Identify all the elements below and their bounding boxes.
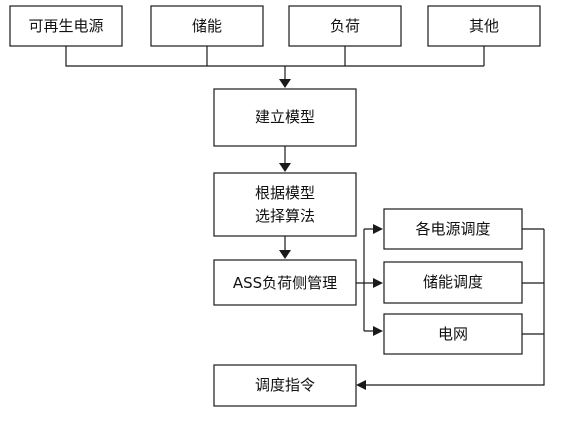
select-algorithm-label-line1: 根据模型 (255, 184, 315, 202)
arrowhead-left (356, 380, 366, 390)
build-model-label: 建立模型 (255, 108, 315, 126)
dispatch-command-box: 调度指令 (213, 364, 357, 407)
ass-management-box: ASS负荷侧管理 (213, 259, 357, 306)
source-storage-box: 储能 (150, 5, 264, 47)
arrowhead-down (279, 163, 291, 172)
arrowhead-down (279, 79, 291, 88)
arrowhead-right (373, 326, 383, 336)
arrowhead-down (279, 250, 291, 259)
select-algorithm-label-line2: 选择算法 (255, 207, 315, 225)
select-algorithm-box: 根据模型 选择算法 (213, 172, 357, 237)
select-to-ass-connector (279, 236, 291, 259)
power-dispatch-box: 各电源调度 (383, 208, 523, 250)
source-renewable-label: 可再生电源 (28, 17, 103, 35)
outputs-return-connector (356, 228, 545, 390)
power-dispatch-label: 各电源调度 (415, 220, 490, 238)
source-load-label: 负荷 (330, 17, 360, 35)
build-to-select-connector (279, 146, 291, 172)
arrowhead-right (373, 224, 383, 234)
source-renewable-box: 可再生电源 (9, 5, 123, 47)
input-collector-connector (65, 46, 485, 88)
source-storage-label: 储能 (192, 17, 222, 35)
storage-dispatch-box: 储能调度 (383, 261, 523, 304)
ass-fanout-connector (356, 224, 383, 336)
source-other-label: 其他 (469, 17, 499, 35)
grid-box: 电网 (383, 313, 523, 355)
build-model-box: 建立模型 (213, 88, 357, 147)
dispatch-command-label: 调度指令 (255, 376, 315, 394)
ass-management-label: ASS负荷侧管理 (233, 274, 337, 292)
grid-label: 电网 (438, 325, 468, 343)
storage-dispatch-label: 储能调度 (423, 273, 483, 291)
source-other-box: 其他 (427, 5, 541, 47)
source-load-box: 负荷 (288, 5, 402, 47)
arrowhead-right (373, 278, 383, 288)
